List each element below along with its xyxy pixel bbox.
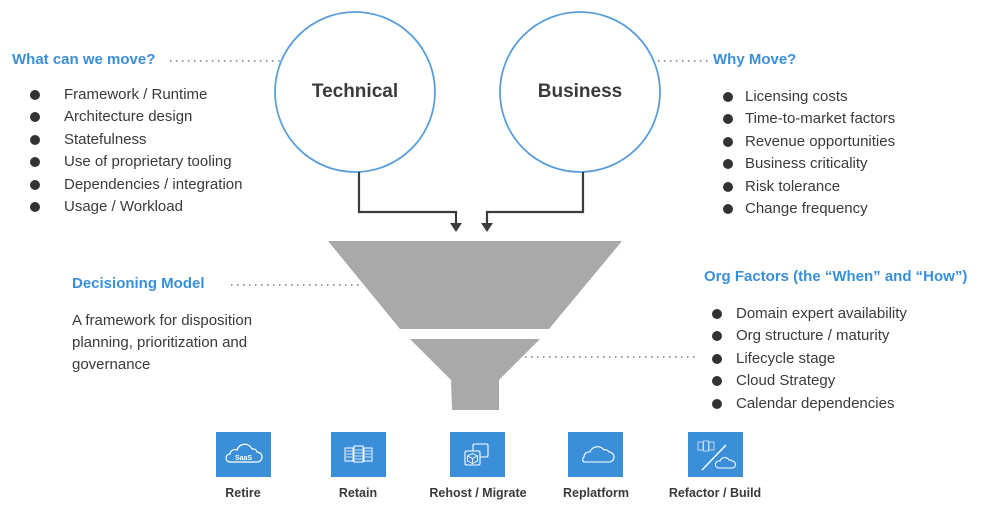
business-circle xyxy=(499,11,661,173)
business-connector xyxy=(485,172,585,224)
list-item: Statefulness xyxy=(30,129,242,151)
bullet-icon xyxy=(723,92,733,102)
outcome-refactor-label: Refactor / Build xyxy=(668,486,762,500)
business-arrow-icon xyxy=(481,223,493,232)
outcome-retire-tile: SaaS xyxy=(216,432,271,477)
outcome-replatform-tile xyxy=(568,432,623,477)
list-item: Domain expert availability xyxy=(712,303,907,325)
list-item: Calendar dependencies xyxy=(712,393,907,415)
bullet-icon xyxy=(723,114,733,125)
list-item: Use of proprietary tooling xyxy=(30,151,242,173)
bullet-icon xyxy=(30,202,40,213)
bullet-icon xyxy=(723,136,733,147)
bullet-icon xyxy=(30,157,40,168)
saas-text: SaaS xyxy=(235,455,252,462)
outcome-refactor-tile xyxy=(688,432,743,477)
technical-arrow-icon xyxy=(450,223,462,232)
what-can-we-move-heading: What can we move? xyxy=(12,51,156,68)
box-move-icon xyxy=(464,443,489,466)
bullet-icon xyxy=(30,134,40,145)
org-factors-list: Domain expert availability Org structure… xyxy=(712,303,907,415)
list-item: Revenue opportunities xyxy=(723,131,895,153)
org-factors-heading: Org Factors (the “When” and “How”) xyxy=(704,268,968,285)
decisioning-model-heading: Decisioning Model xyxy=(72,275,205,292)
bullet-icon xyxy=(30,90,40,100)
outcome-retain-label: Retain xyxy=(338,486,378,500)
list-item: Lifecycle stage xyxy=(712,348,907,370)
bullet-icon xyxy=(712,376,722,387)
decisioning-model-description: A framework for disposition planning, pr… xyxy=(72,312,253,373)
bullet-icon xyxy=(30,179,40,190)
server-to-cloud-icon xyxy=(697,440,736,471)
technical-circle xyxy=(274,11,436,173)
bullet-icon xyxy=(30,112,40,123)
why-move-heading: Why Move? xyxy=(713,51,797,68)
server-rack-icon xyxy=(344,445,373,463)
list-item: Usage / Workload xyxy=(30,196,242,218)
funnel-bottom xyxy=(410,339,540,410)
bullet-icon xyxy=(712,309,722,319)
funnel-top xyxy=(328,241,622,329)
saas-cloud-icon: SaaS xyxy=(225,443,263,463)
list-item: Business criticality xyxy=(723,153,895,175)
list-item: Cloud Strategy xyxy=(712,370,907,392)
list-item: Architecture design xyxy=(30,106,242,128)
outcome-rehost-tile xyxy=(450,432,505,477)
bullet-icon xyxy=(723,181,733,192)
why-move-list: Licensing costs Time-to-market factors R… xyxy=(723,86,895,220)
outcome-replatform-label: Replatform xyxy=(563,486,629,500)
list-item: Dependencies / integration xyxy=(30,174,242,196)
outcome-retire-label: Retire xyxy=(225,486,261,500)
cloud-icon xyxy=(582,446,615,463)
technical-label: Technical xyxy=(311,81,399,102)
outcome-retain-tile xyxy=(331,432,386,477)
business-label: Business xyxy=(537,81,623,102)
list-item: Risk tolerance xyxy=(723,176,895,198)
outcome-rehost-label: Rehost / Migrate xyxy=(429,486,527,500)
bullet-icon xyxy=(712,398,722,409)
what-can-we-move-list: Framework / Runtime Architecture design … xyxy=(30,84,242,218)
bullet-icon xyxy=(712,353,722,364)
list-item: Framework / Runtime xyxy=(30,84,242,106)
list-item: Time-to-market factors xyxy=(723,108,895,130)
bullet-icon xyxy=(712,331,722,342)
bullet-icon xyxy=(723,159,733,170)
technical-connector xyxy=(357,172,458,224)
list-item: Licensing costs xyxy=(723,86,895,108)
list-item: Org structure / maturity xyxy=(712,325,907,347)
bullet-icon xyxy=(723,204,733,215)
list-item: Change frequency xyxy=(723,198,895,220)
